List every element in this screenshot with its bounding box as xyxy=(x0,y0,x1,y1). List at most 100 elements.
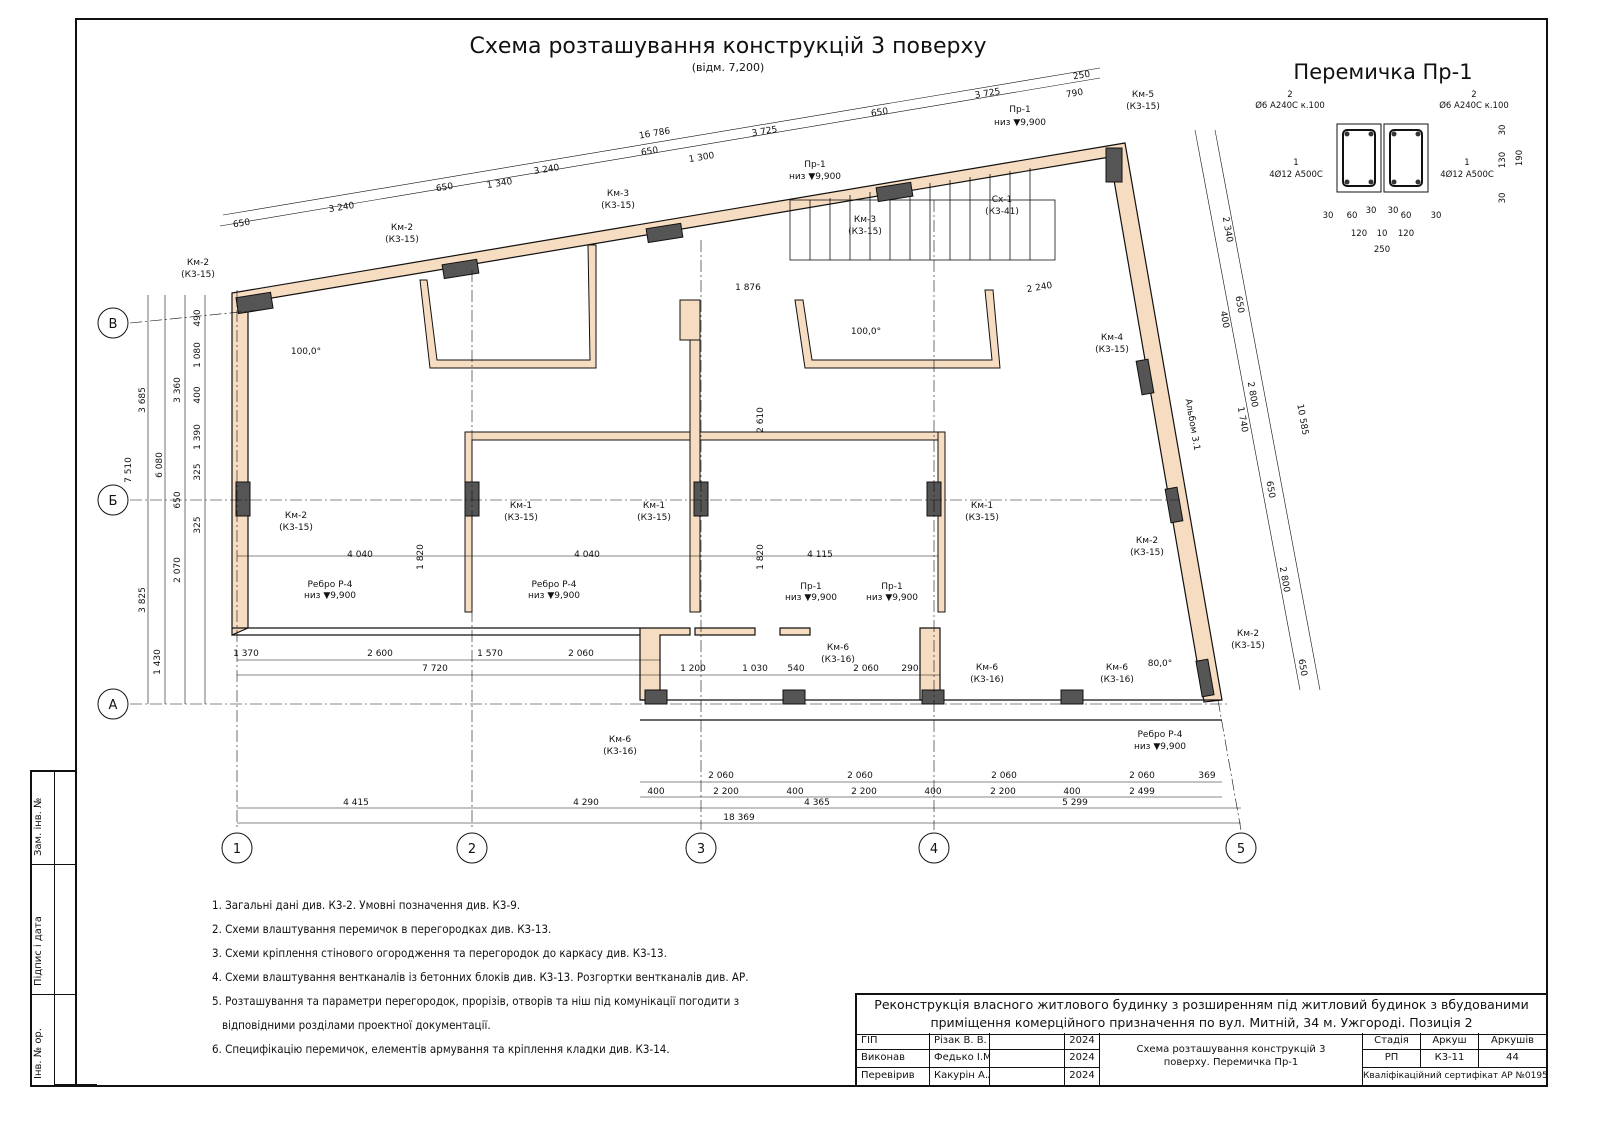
svg-text:6 080: 6 080 xyxy=(155,452,165,478)
svg-text:369: 369 xyxy=(1198,771,1215,781)
svg-text:650: 650 xyxy=(435,182,454,195)
svg-text:2 340: 2 340 xyxy=(1220,216,1234,243)
svg-text:(К3-15): (К3-15) xyxy=(181,270,215,280)
svg-text:490: 490 xyxy=(193,309,203,326)
svg-text:Км-3: Км-3 xyxy=(854,215,876,225)
svg-text:30: 30 xyxy=(1498,193,1508,204)
svg-text:100,0°: 100,0° xyxy=(291,347,321,357)
svg-text:4 290: 4 290 xyxy=(573,798,599,808)
svg-text:650: 650 xyxy=(1264,480,1277,499)
svg-text:Пр-1: Пр-1 xyxy=(881,582,902,592)
project-name: Реконструкція власного житлового будинку… xyxy=(857,995,1546,1035)
note: 4. Схеми влаштування вентканалів із бето… xyxy=(212,970,749,984)
svg-text:2 060: 2 060 xyxy=(1129,771,1155,781)
note: 2. Схеми влаштування перемичок в перегор… xyxy=(212,922,552,936)
svg-text:1: 1 xyxy=(1293,158,1298,168)
interior-partitions xyxy=(419,244,1001,613)
svg-text:В: В xyxy=(109,317,118,332)
svg-text:Км-2: Км-2 xyxy=(1136,536,1158,546)
svg-text:650: 650 xyxy=(1233,295,1246,314)
svg-text:2 060: 2 060 xyxy=(853,664,879,674)
svg-text:30: 30 xyxy=(1366,206,1377,216)
axis-bubble-V: В xyxy=(97,307,129,339)
svg-text:3 240: 3 240 xyxy=(328,201,355,215)
title-block: Реконструкція власного житлового будинку… xyxy=(855,993,1548,1087)
svg-text:Пр-1: Пр-1 xyxy=(1009,105,1030,115)
svg-text:низ ▼9,900: низ ▼9,900 xyxy=(528,591,580,601)
svg-text:10: 10 xyxy=(1377,229,1388,239)
svg-text:Км-4: Км-4 xyxy=(1101,333,1123,343)
axis-bubble-4: 4 xyxy=(918,832,950,864)
stage-label: Стадія xyxy=(1363,1033,1421,1050)
lintel-detail: Перемичка Пр-1 2Ø6 А240С к.100 2Ø6 А240С… xyxy=(1255,60,1525,255)
axis-bubble-5: 5 xyxy=(1225,832,1257,864)
svg-text:4Ø12 А500С: 4Ø12 А500С xyxy=(1269,169,1323,180)
svg-text:7 720: 7 720 xyxy=(422,664,448,674)
axis-bubble-1: 1 xyxy=(221,832,253,864)
year: 2024 xyxy=(1065,1033,1100,1050)
svg-text:30: 30 xyxy=(1388,206,1399,216)
svg-text:А: А xyxy=(109,698,118,713)
svg-text:Км-2: Км-2 xyxy=(391,223,413,233)
axis-bubble-3: 3 xyxy=(685,832,717,864)
dimension-texts: 4 415 4 290 4 365 5 299 18 369 16 786 7 … xyxy=(124,70,1310,823)
svg-text:(К3-16): (К3-16) xyxy=(603,747,637,757)
sheets-label: Аркушів xyxy=(1479,1033,1546,1050)
svg-text:низ ▼9,900: низ ▼9,900 xyxy=(994,118,1046,128)
svg-text:1 820: 1 820 xyxy=(756,544,766,570)
stage-value: РП xyxy=(1363,1050,1421,1068)
axis-bubble-2: 2 xyxy=(456,832,488,864)
svg-text:низ ▼9,900: низ ▼9,900 xyxy=(785,593,837,603)
svg-text:3 725: 3 725 xyxy=(974,87,1001,101)
svg-text:16 786: 16 786 xyxy=(638,126,671,141)
axis-bubble-B: Б xyxy=(97,484,129,516)
svg-text:(К3-41): (К3-41) xyxy=(985,207,1019,217)
svg-text:1 740: 1 740 xyxy=(1235,406,1249,433)
svg-text:Пр-1: Пр-1 xyxy=(804,160,825,170)
svg-text:120: 120 xyxy=(1398,229,1414,239)
svg-text:4Ø12 А500С: 4Ø12 А500С xyxy=(1440,169,1494,180)
svg-text:Ø6 А240С к.100: Ø6 А240С к.100 xyxy=(1255,100,1325,111)
svg-text:3 360: 3 360 xyxy=(173,377,183,403)
svg-text:2 610: 2 610 xyxy=(756,407,766,433)
svg-text:2 499: 2 499 xyxy=(1129,787,1155,797)
sheet-label: Аркуш xyxy=(1421,1033,1479,1050)
svg-text:1 340: 1 340 xyxy=(486,177,513,191)
svg-text:540: 540 xyxy=(787,664,804,674)
svg-text:Б: Б xyxy=(109,494,118,509)
svg-text:1: 1 xyxy=(1464,158,1469,168)
svg-text:Ø6 А240С к.100: Ø6 А240С к.100 xyxy=(1439,100,1509,111)
svg-text:(К3-15): (К3-15) xyxy=(1095,345,1129,355)
svg-text:Альбом 3.1: Альбом 3.1 xyxy=(1183,398,1202,451)
svg-text:4: 4 xyxy=(930,842,938,857)
svg-text:4 415: 4 415 xyxy=(343,798,369,808)
certificate: Кваліфікаційний сертифікат АР №019531 xyxy=(1363,1071,1546,1081)
svg-text:(К3-15): (К3-15) xyxy=(279,523,313,533)
svg-text:Км-6: Км-6 xyxy=(976,663,998,673)
svg-text:30: 30 xyxy=(1323,211,1334,221)
svg-text:1 820: 1 820 xyxy=(416,544,426,570)
svg-text:1 430: 1 430 xyxy=(153,649,163,675)
note: 1. Загальні дані див. К3-2. Умовні позна… xyxy=(212,898,521,912)
svg-text:Км-2: Км-2 xyxy=(285,511,307,521)
svg-text:10 585: 10 585 xyxy=(1294,403,1309,436)
svg-text:2 240: 2 240 xyxy=(1026,281,1053,295)
svg-text:650: 650 xyxy=(173,491,183,508)
svg-text:2 800: 2 800 xyxy=(1245,381,1259,408)
name: Федько І.М. xyxy=(930,1050,990,1068)
svg-text:190: 190 xyxy=(1515,150,1525,166)
svg-text:650: 650 xyxy=(232,218,251,231)
svg-text:3 725: 3 725 xyxy=(751,125,778,139)
svg-text:Км-6: Км-6 xyxy=(1106,663,1128,673)
axis-bubble-A: А xyxy=(97,688,129,720)
svg-text:(К3-15): (К3-15) xyxy=(1126,102,1160,112)
svg-text:2 060: 2 060 xyxy=(847,771,873,781)
note: відповідними розділами проектної докумен… xyxy=(222,1018,491,1032)
svg-text:2 070: 2 070 xyxy=(173,557,183,583)
note: 5. Розташування та параметри перегородок… xyxy=(212,994,740,1008)
svg-text:2: 2 xyxy=(1471,90,1476,100)
svg-text:низ ▼9,900: низ ▼9,900 xyxy=(304,591,356,601)
year: 2024 xyxy=(1065,1050,1100,1068)
general-notes: 1. Загальні дані див. К3-2. Умовні позна… xyxy=(212,893,749,1061)
svg-text:Км-6: Км-6 xyxy=(827,643,849,653)
